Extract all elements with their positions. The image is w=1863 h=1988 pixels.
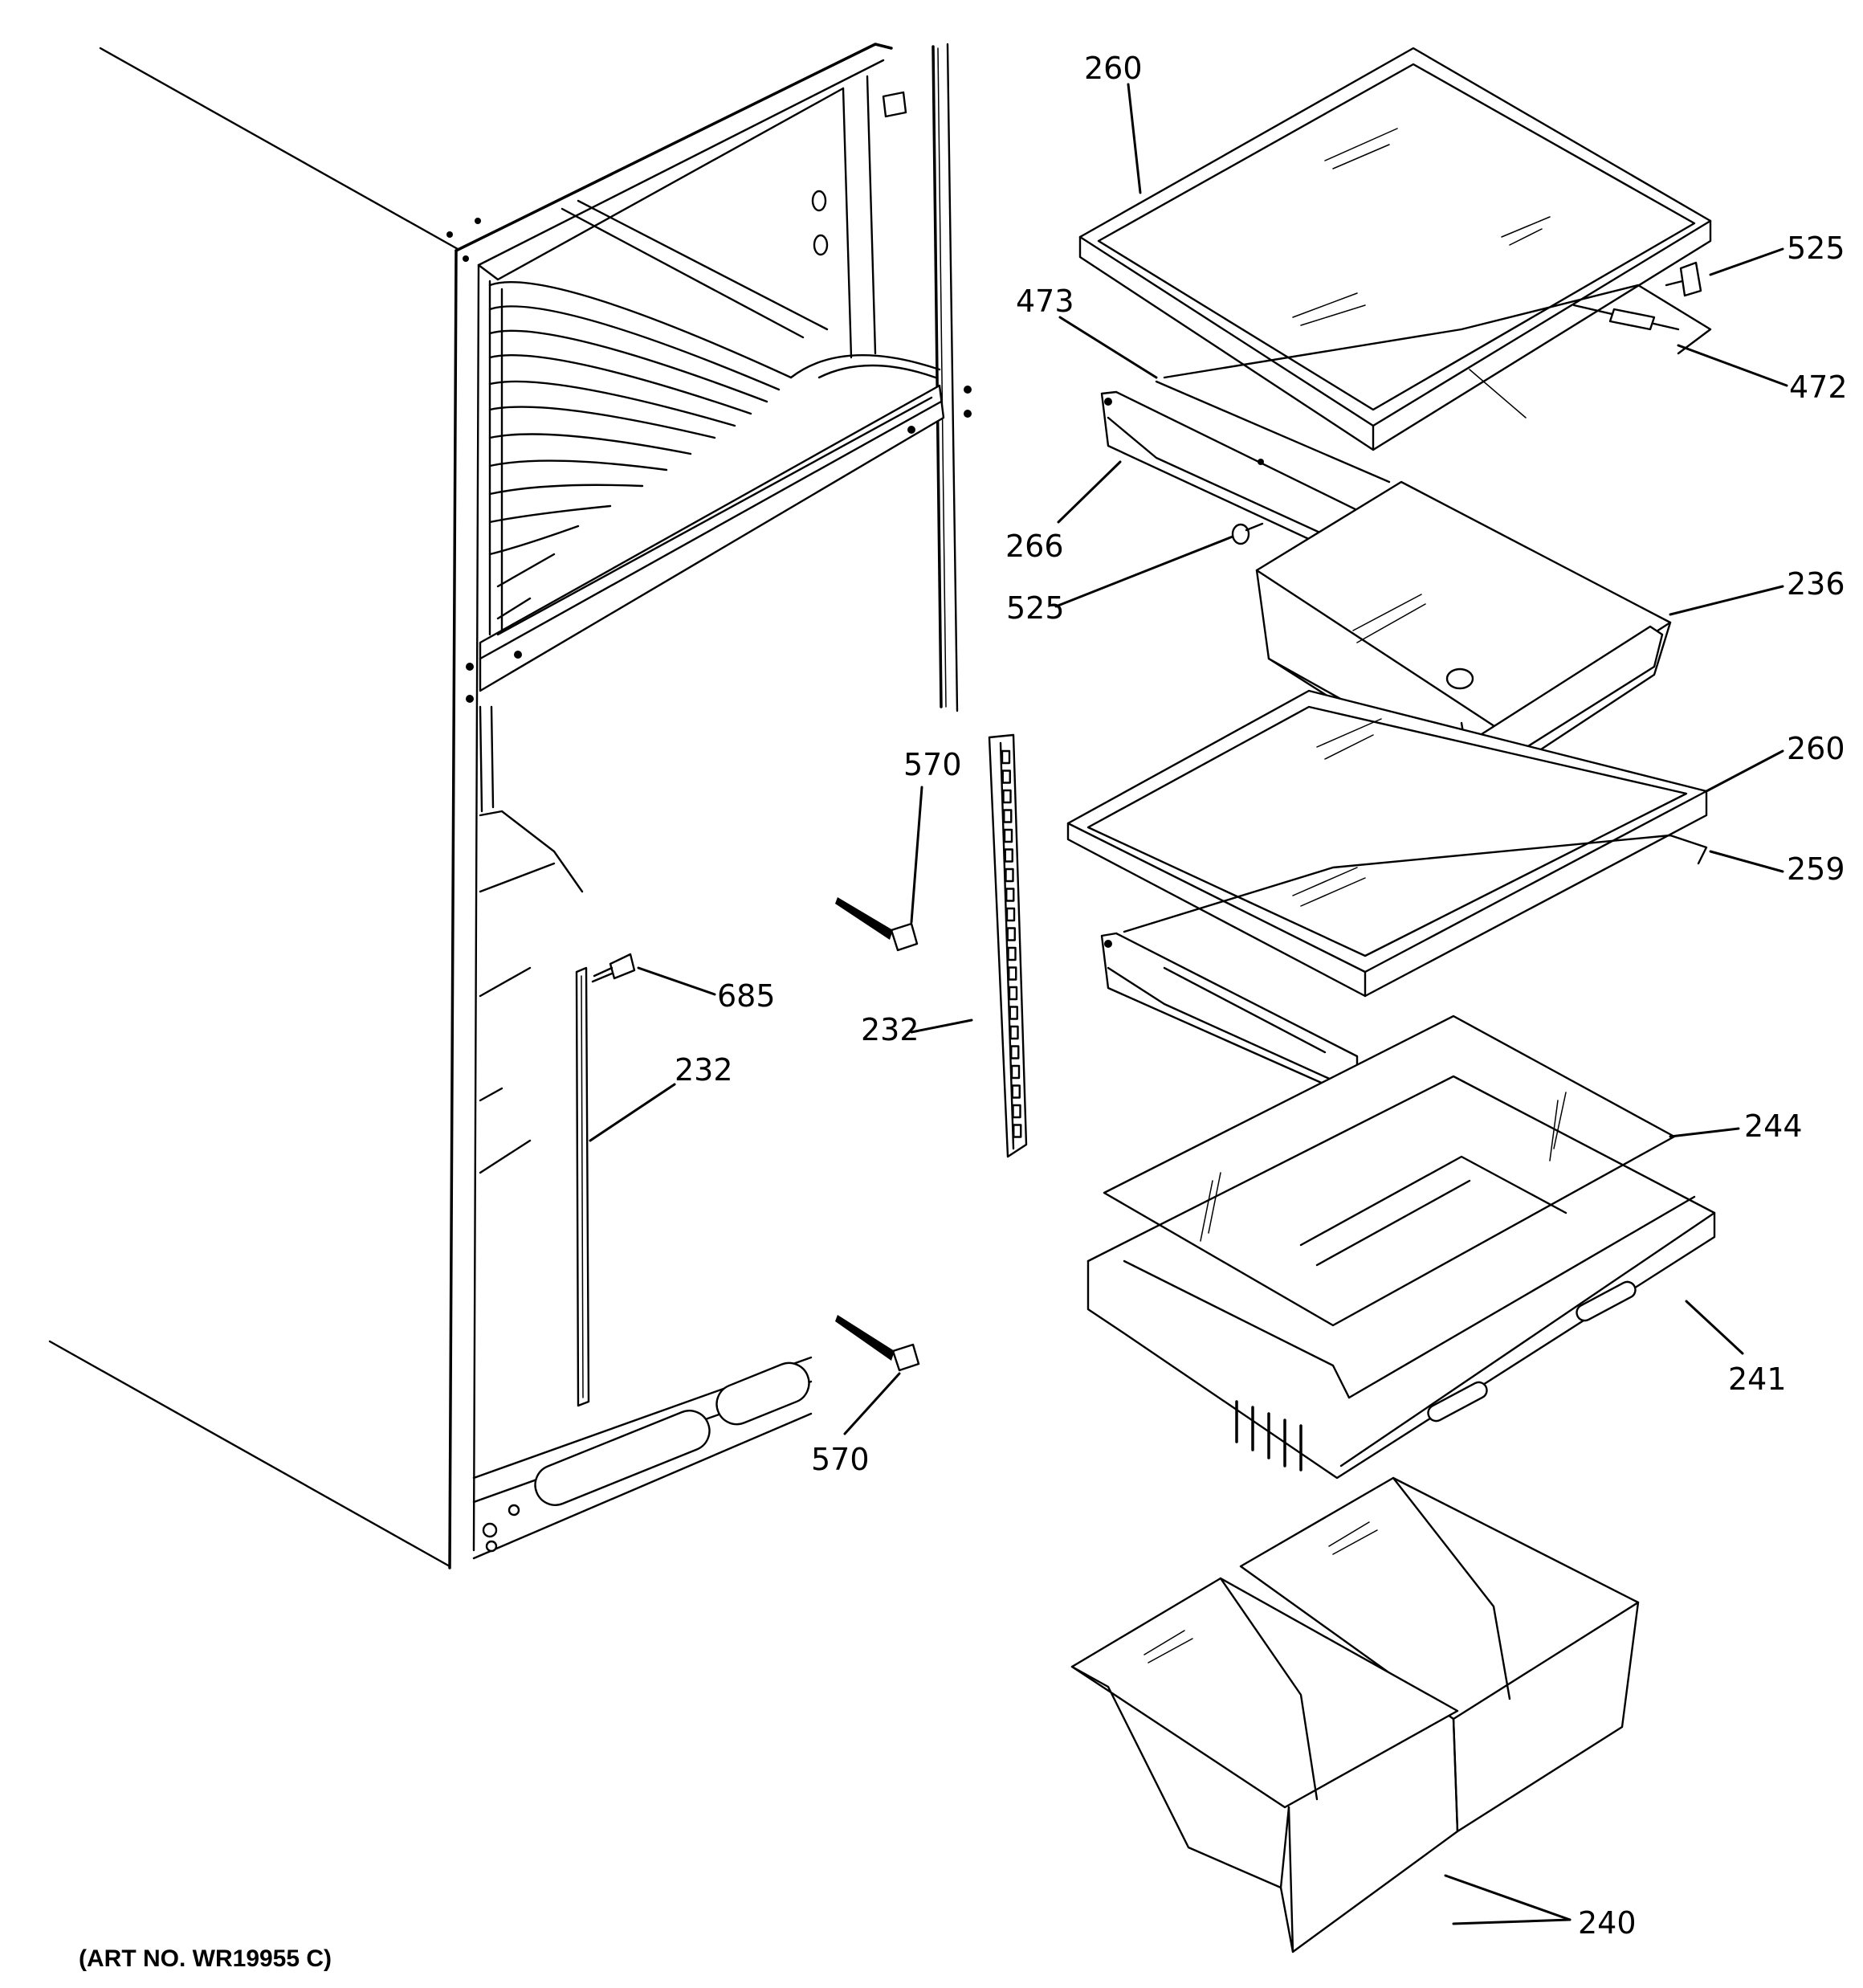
stud-525-upper bbox=[1665, 261, 1702, 297]
glass-shelf-260-top bbox=[1078, 47, 1712, 451]
rail-slot bbox=[1012, 1104, 1021, 1119]
callout-260-middle: 260 bbox=[1787, 731, 1845, 766]
refrigerator-cabinet bbox=[48, 43, 972, 1570]
rail-slot bbox=[1009, 1006, 1018, 1020]
rail-slot bbox=[1004, 848, 1013, 863]
callout-259: 259 bbox=[1787, 851, 1845, 887]
shelf-bracket-472 bbox=[1163, 284, 1712, 418]
callout-232-left: 232 bbox=[675, 1052, 733, 1088]
callout-266: 266 bbox=[1005, 529, 1064, 564]
callout-260-top: 260 bbox=[1084, 51, 1143, 86]
rail-slot bbox=[1010, 1045, 1020, 1059]
rail-slot bbox=[1001, 769, 1011, 784]
crisper-drawer-240-left bbox=[1070, 1577, 1459, 1953]
callout-240: 240 bbox=[1578, 1905, 1637, 1941]
callout-525-upper: 525 bbox=[1787, 231, 1845, 266]
shelf-support-right-232 bbox=[988, 733, 1028, 1158]
crisper-cover-glass-244 bbox=[1103, 1014, 1676, 1327]
rail-slot bbox=[1002, 789, 1012, 804]
leader-lines bbox=[589, 83, 1788, 1925]
callout-labels: 260 525 473 472 266 525 236 570 260 259 … bbox=[675, 51, 1848, 1941]
rail-slot bbox=[1007, 946, 1017, 961]
art-number: (ART NO. WR19955 C) bbox=[79, 1945, 332, 1972]
rail-slot bbox=[1003, 828, 1013, 843]
rail-slot bbox=[1008, 986, 1018, 1001]
glass-shelf-260-middle bbox=[1066, 689, 1708, 998]
screw-685 bbox=[591, 953, 636, 983]
evaporator-coils bbox=[488, 199, 941, 636]
callout-525-lower: 525 bbox=[1006, 590, 1065, 626]
callout-473: 473 bbox=[1016, 284, 1074, 319]
shelf-bracket-259 bbox=[1100, 834, 1708, 1086]
rail-slot bbox=[1005, 867, 1014, 883]
rail-slot bbox=[1008, 966, 1017, 981]
rail-slot bbox=[1005, 888, 1015, 902]
rail-slot bbox=[1011, 1084, 1021, 1099]
rail-slot bbox=[1001, 749, 1011, 765]
callout-232-right: 232 bbox=[861, 1012, 919, 1047]
stud-525-lower bbox=[1231, 522, 1264, 545]
crisper-frame-vents bbox=[1235, 1400, 1302, 1472]
shelf-support-left-232 bbox=[575, 966, 590, 1407]
callout-570-upper: 570 bbox=[903, 747, 962, 782]
rail-slot bbox=[1005, 907, 1016, 922]
callout-685: 685 bbox=[717, 978, 776, 1014]
rail-slot bbox=[1013, 1124, 1022, 1138]
rail-slot bbox=[1010, 1064, 1021, 1080]
callout-244: 244 bbox=[1744, 1108, 1803, 1144]
crisper-frame-241 bbox=[1086, 1075, 1716, 1480]
callout-472: 472 bbox=[1789, 369, 1848, 405]
screw-570-lower bbox=[835, 1315, 920, 1372]
rail-slot bbox=[1006, 927, 1016, 941]
rail-slot bbox=[1009, 1025, 1019, 1040]
callout-570-lower: 570 bbox=[811, 1442, 870, 1477]
callout-236: 236 bbox=[1787, 566, 1845, 602]
bottom-rail bbox=[472, 1356, 813, 1560]
screw-570-upper bbox=[835, 897, 919, 952]
rail-slot bbox=[1003, 809, 1013, 823]
callout-241: 241 bbox=[1728, 1361, 1787, 1397]
